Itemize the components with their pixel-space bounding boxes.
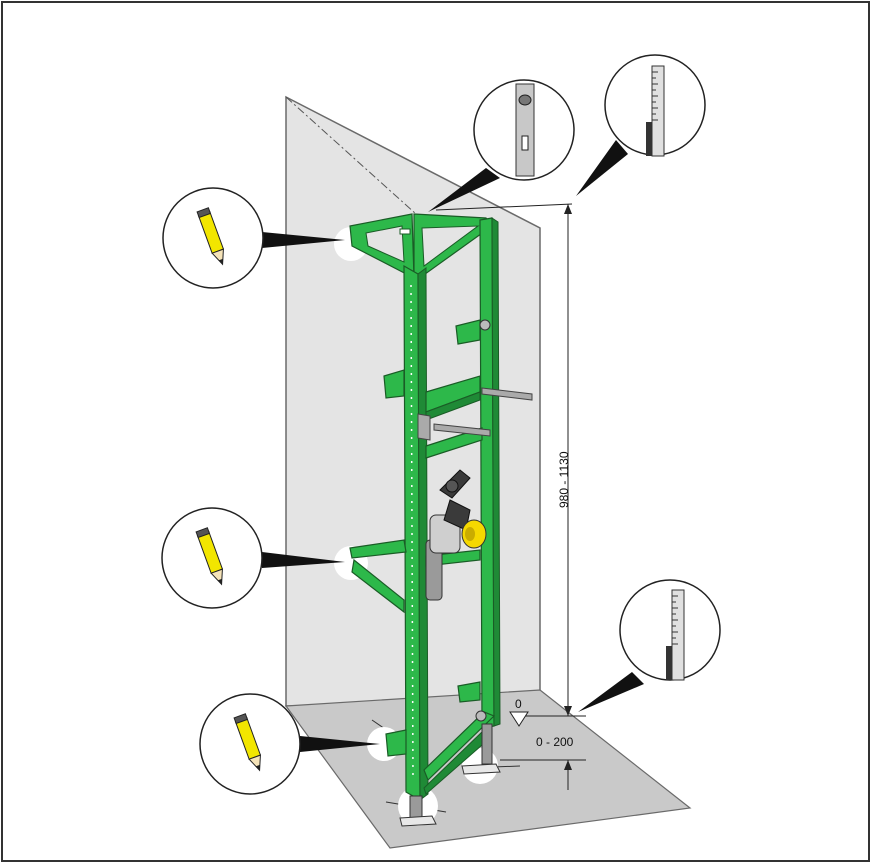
valve-assembly (425, 469, 487, 601)
wall-diagonal-guide (285, 96, 417, 215)
installation-frame (349, 213, 501, 802)
ruler-icon (646, 65, 665, 157)
arrow-head (564, 204, 572, 214)
pencil-icon (233, 713, 262, 772)
arrow-head (564, 760, 572, 770)
pencil-callout-middle (161, 507, 345, 609)
pencil-callout-top (162, 187, 345, 289)
ruler-callout-bottom (578, 579, 721, 712)
spirit-level-callout (428, 79, 575, 212)
height-range-label: 980 - 1130 (557, 451, 571, 508)
spirit-level-icon (515, 83, 535, 177)
support-rods (417, 387, 533, 441)
ruler-callout-top (576, 54, 706, 196)
zero-level-triangle (509, 711, 529, 727)
extension-line (435, 203, 573, 211)
pencil-callout-bottom (199, 693, 380, 795)
floor-range-label: 0 - 200 (536, 735, 574, 749)
zero-mark-label: 0 (515, 697, 522, 711)
arrow-head (564, 706, 572, 716)
pencil-icon (196, 207, 225, 266)
ruler-icon (666, 589, 685, 681)
frame-feet (399, 723, 501, 827)
pencil-icon (195, 527, 224, 586)
